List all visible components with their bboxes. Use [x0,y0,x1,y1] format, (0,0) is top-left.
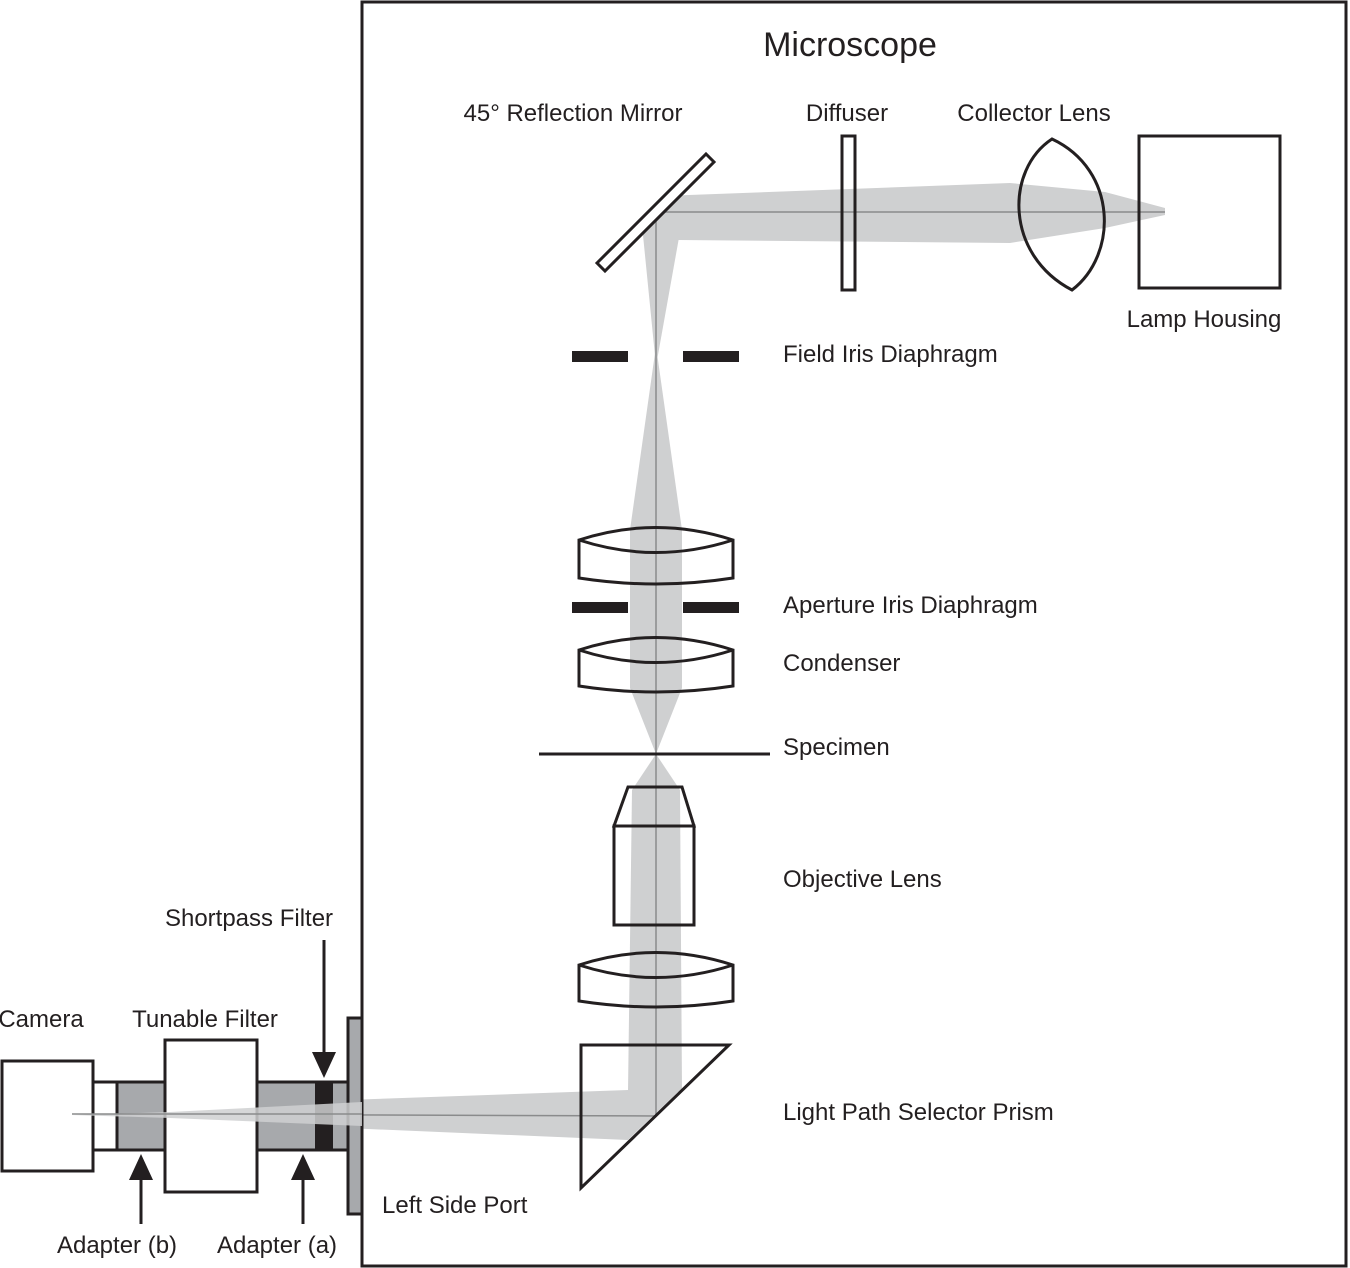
optical-axis [71,211,1165,1117]
aperture-iris-label: Aperture Iris Diaphragm [783,592,1038,619]
objective-lens-barrel [612,824,696,927]
reflection-mirror-label: 45° Reflection Mirror [464,100,683,127]
condenser-lower-lens-curve [578,648,734,664]
collector-lens-shape [1017,137,1106,292]
field-iris-right-blade [683,351,739,362]
camera-label: Camera [0,1006,84,1033]
field-iris-label: Field Iris Diaphragm [783,341,998,368]
diffuser-plate [840,134,857,292]
adapter-a-arrow [291,1154,315,1224]
diffuser-label: Diffuser [806,100,888,127]
microscope-title: Microscope [763,26,937,64]
field-iris-left-blade [572,351,628,362]
microscope-body [360,0,1348,1268]
collector-lens-label: Collector Lens [957,100,1110,127]
lamp-housing-label: Lamp Housing [1127,306,1282,333]
objective-lens-label: Objective Lens [783,866,942,893]
shortpass-filter-label: Shortpass Filter [165,905,333,932]
left-side-port-label: Left Side Port [382,1192,528,1219]
light-beam [72,183,1165,1140]
beam-mirror-to-field-iris [642,225,680,366]
lamp-housing-box [1137,134,1282,290]
axis-horizontal-top [71,211,1165,1117]
tunable-filter-label: Tunable Filter [132,1006,278,1033]
specimen-label: Specimen [783,734,890,761]
tube-lens [577,951,735,1009]
aperture-iris-right-blade [683,602,739,613]
prism-label: Light Path Selector Prism [783,1099,1054,1126]
adapter-b-arrow [129,1154,153,1224]
aperture-iris-left-blade [572,602,628,613]
shortpass-filter-arrow [312,940,336,1078]
beam-objective-to-prism [628,790,682,1092]
camera-box [0,1059,95,1173]
condenser-lower-lens [577,636,735,694]
condenser-upper-lens-curve [578,538,734,554]
condenser-upper-lens [577,526,735,586]
condenser-label: Condenser [783,650,900,677]
tube-lens-curve [578,963,734,979]
adapter-a-label: Adapter (a) [217,1232,337,1259]
beam-horizontal-top [640,183,1165,243]
reflection-mirror-plate [594,151,717,274]
light-path-selector-prism [579,1043,733,1192]
adapter-b-label: Adapter (b) [57,1232,177,1259]
